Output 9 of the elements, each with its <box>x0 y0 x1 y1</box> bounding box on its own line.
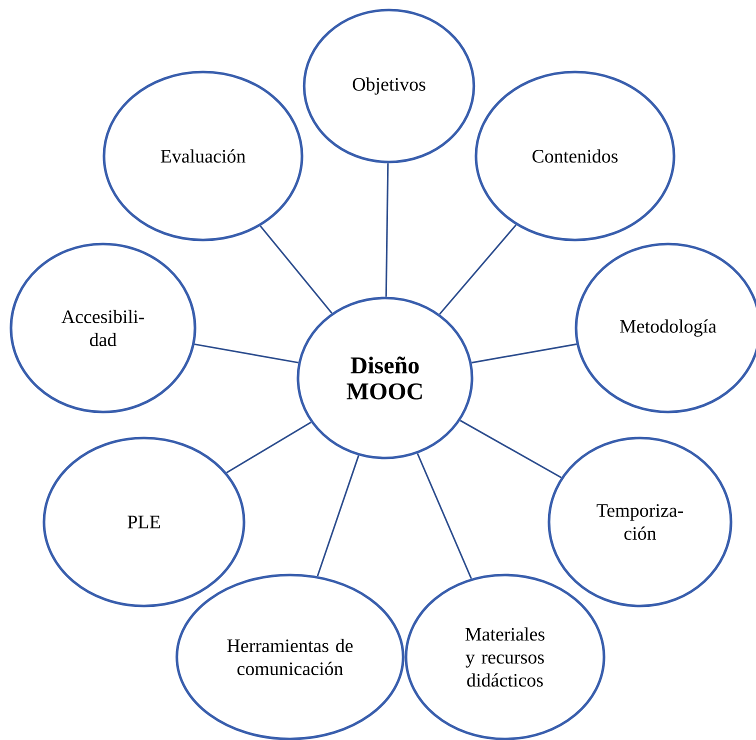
connector-line <box>416 453 472 579</box>
connector-line <box>260 225 332 314</box>
connector-line <box>194 343 298 364</box>
connector-line <box>460 420 562 478</box>
connector-line <box>385 163 389 297</box>
connector-line <box>316 455 360 576</box>
connector-line <box>226 422 312 474</box>
connector-line <box>472 343 577 364</box>
connector-line <box>439 224 517 315</box>
